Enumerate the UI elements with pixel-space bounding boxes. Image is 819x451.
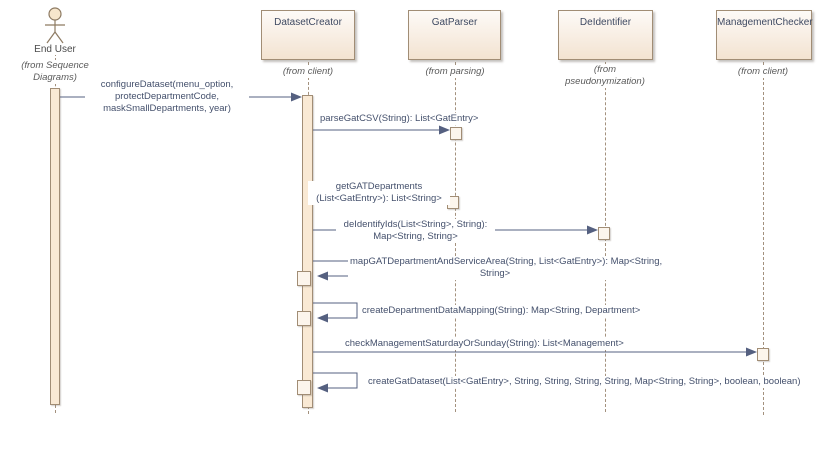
lifeline-head-deidentifier[interactable]: DeIdentifier	[558, 10, 653, 60]
activation-datasetcreator	[302, 95, 313, 408]
lifeline-head-managementchecker[interactable]: ManagementChecker	[716, 10, 813, 60]
lifeline-managementchecker	[763, 62, 764, 415]
lifeline-title: GatParser	[431, 17, 478, 28]
lifeline-title: DatasetCreator	[274, 17, 342, 28]
stereotype-datasetcreator: (from client)	[258, 66, 358, 78]
message-createdepartmentdatamapping-label: createDepartmentDataMapping(String): Map…	[360, 305, 643, 317]
activation-self-createdataset	[297, 380, 311, 395]
actor-leg-right	[54, 31, 64, 44]
message-parsegatcsv-arrow[interactable]	[313, 125, 450, 135]
message-checkmanagement-arrow[interactable]	[313, 347, 757, 357]
actor-name: End User	[15, 44, 95, 55]
message-deidentifyids-label: deIdentifyIds(List<String>, String): Map…	[336, 219, 495, 243]
actor-end-user[interactable]	[40, 4, 70, 46]
message-mapgatdepartment-label: mapGATDepartmentAndServiceArea(String, L…	[348, 256, 663, 280]
activation-deidentifier	[598, 227, 610, 240]
lifeline-head-gatparser[interactable]: GatParser	[408, 10, 501, 60]
stereotype-managementchecker: (from client)	[713, 66, 813, 78]
stereotype-gatparser: (from parsing)	[405, 66, 505, 78]
actor-leg-left	[46, 31, 56, 44]
lifeline-title: ManagementChecker	[717, 17, 813, 28]
message-creategatdataset-self-arrow[interactable]	[313, 372, 358, 393]
message-configuredataset-label: configureDataset(menu_option, protectDep…	[85, 79, 249, 115]
activation-self-map	[297, 271, 311, 286]
activation-self-createmapping	[297, 311, 311, 326]
activation-managementchecker	[757, 348, 769, 361]
message-creategatdataset-label: createGatDataset(List<GatEntry>, String,…	[366, 376, 803, 388]
message-checkmanagement-label: checkManagementSaturdayOrSunday(String):…	[343, 338, 626, 350]
message-createdepartmentdatamapping-self-arrow[interactable]	[313, 302, 358, 323]
activation-end-user	[50, 88, 60, 405]
message-getgatdepartments-label: getGATDepartments (List<GatEntry>): List…	[308, 181, 450, 205]
activation-gatparser-1	[450, 127, 462, 140]
message-parsegatcsv-label: parseGatCSV(String): List<GatEntry>	[318, 113, 481, 125]
lifeline-head-datasetcreator[interactable]: DatasetCreator	[261, 10, 355, 60]
lifeline-title: DeIdentifier	[579, 17, 632, 28]
stereotype-deidentifier: (from pseudonymization)	[545, 64, 665, 88]
